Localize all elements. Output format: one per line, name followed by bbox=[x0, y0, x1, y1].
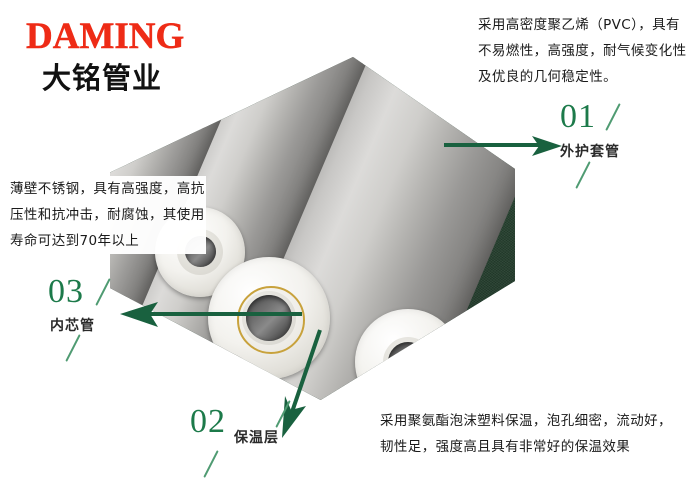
brand-name-en: DAMING bbox=[26, 16, 185, 57]
decorative-slash bbox=[65, 334, 81, 362]
pipe-endcap-center bbox=[208, 257, 330, 379]
annotation-02-label: 保温层 bbox=[234, 430, 279, 446]
annotation-01-description: 采用高密度聚乙烯（PVC），具有不易燃性，高强度，耐气候变化性及优良的几何稳定性… bbox=[478, 12, 692, 90]
annotation-02-description: 采用聚氨酯泡沫塑料保温，泡孔细密，流动好，韧性足，强度高且具有非常好的保温效果 bbox=[380, 408, 680, 460]
decorative-slash bbox=[95, 278, 111, 306]
decorative-slash bbox=[605, 103, 621, 131]
annotation-03-description: 薄壁不锈钢，具有高强度，高抗压性和抗冲击，耐腐蚀，其使用寿命可达到70年以上 bbox=[10, 176, 206, 254]
endcap-steel-core bbox=[246, 295, 292, 341]
annotation-03-number: 03 bbox=[48, 273, 84, 310]
arrow-to-annotation-01 bbox=[444, 133, 562, 159]
annotation-01-label: 外护套管 bbox=[560, 144, 620, 160]
arrow-to-annotation-02 bbox=[276, 329, 330, 440]
brand-logo: DAMING 大铭管业 bbox=[26, 18, 226, 96]
pipe-endcap-right bbox=[355, 309, 461, 400]
decorative-slash bbox=[575, 161, 591, 189]
annotation-02-number: 02 bbox=[190, 403, 226, 440]
annotation-03-label: 内芯管 bbox=[50, 318, 95, 334]
arrow-to-annotation-03 bbox=[120, 301, 302, 329]
decorative-slash bbox=[203, 450, 219, 478]
annotation-01-number: 01 bbox=[560, 98, 596, 135]
brand-name-cn: 大铭管业 bbox=[42, 61, 163, 95]
